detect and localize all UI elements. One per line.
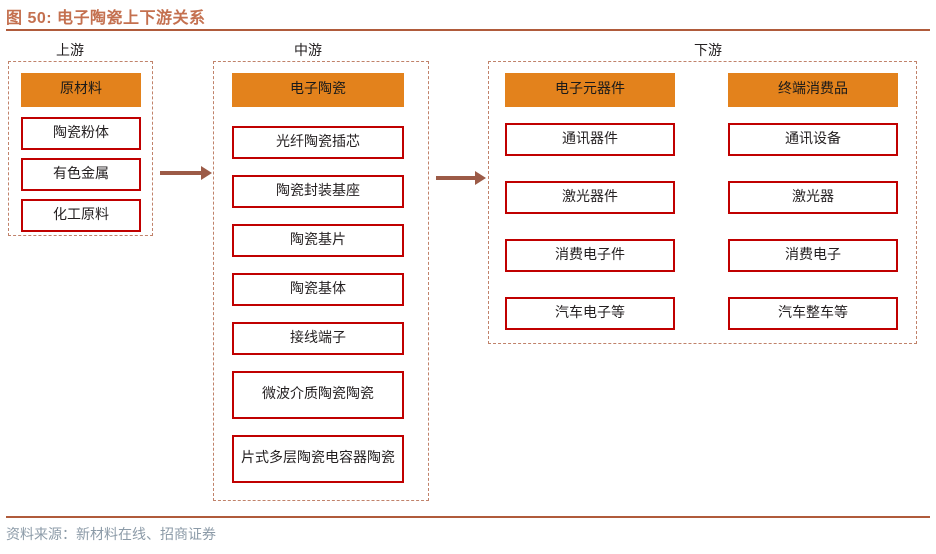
- node-ceramic-package-base[interactable]: 陶瓷封装基座: [232, 175, 404, 208]
- section-label-upstream: 上游: [56, 44, 84, 59]
- column-downstream-components: 电子元器件 通讯器件 激光器件 消费电子件 汽车电子等: [505, 73, 675, 355]
- arrow-head-icon: [201, 166, 212, 180]
- column-upstream: 原材料 陶瓷粉体 有色金属 化工原料: [21, 73, 141, 240]
- node-consumer-electronics-components[interactable]: 消费电子件: [505, 239, 675, 272]
- arrow-head-icon: [475, 171, 486, 185]
- node-laser[interactable]: 激光器: [728, 181, 898, 214]
- node-communication-equipment[interactable]: 通讯设备: [728, 123, 898, 156]
- node-ceramic-substrate-sheet[interactable]: 陶瓷基片: [232, 224, 404, 257]
- figure-title: 图 50: 电子陶瓷上下游关系: [6, 10, 206, 27]
- node-header-electronic-components[interactable]: 电子元器件: [505, 73, 675, 107]
- footer-divider: [6, 516, 930, 518]
- section-label-midstream: 中游: [294, 44, 322, 59]
- container-upstream: [8, 61, 153, 236]
- node-mlcc-ceramic[interactable]: 片式多层陶瓷电容器陶瓷: [232, 435, 404, 483]
- arrow-shaft: [160, 171, 202, 175]
- node-header-electronic-ceramics[interactable]: 电子陶瓷: [232, 73, 404, 107]
- node-microwave-dielectric-ceramic[interactable]: 微波介质陶瓷陶瓷: [232, 371, 404, 419]
- container-midstream: [213, 61, 429, 501]
- node-ceramic-matrix[interactable]: 陶瓷基体: [232, 273, 404, 306]
- node-optical-fiber-ceramic-ferrule[interactable]: 光纤陶瓷插芯: [232, 126, 404, 159]
- arrow-upstream-to-midstream: [160, 166, 212, 180]
- column-downstream-end-products: 终端消费品 通讯设备 激光器 消费电子 汽车整车等: [728, 73, 898, 355]
- node-chemical-raw-material[interactable]: 化工原料: [21, 199, 141, 232]
- node-ceramic-powder[interactable]: 陶瓷粉体: [21, 117, 141, 150]
- arrow-midstream-to-downstream: [436, 171, 486, 185]
- arrow-shaft: [436, 176, 476, 180]
- source-note: 资料来源：新材料在线、招商证券: [6, 528, 216, 543]
- node-automotive-electronics[interactable]: 汽车电子等: [505, 297, 675, 330]
- container-downstream: [488, 61, 917, 344]
- node-laser-components[interactable]: 激光器件: [505, 181, 675, 214]
- section-label-downstream: 下游: [694, 44, 722, 59]
- node-automobile-vehicle[interactable]: 汽车整车等: [728, 297, 898, 330]
- title-divider: [6, 29, 930, 31]
- node-nonferrous-metal[interactable]: 有色金属: [21, 158, 141, 191]
- node-header-raw-materials[interactable]: 原材料: [21, 73, 141, 107]
- node-communication-components[interactable]: 通讯器件: [505, 123, 675, 156]
- column-midstream: 电子陶瓷 光纤陶瓷插芯 陶瓷封装基座 陶瓷基片 陶瓷基体 接线端子 微波介质陶瓷…: [232, 73, 404, 499]
- node-consumer-electronics[interactable]: 消费电子: [728, 239, 898, 272]
- node-header-end-consumer-products[interactable]: 终端消费品: [728, 73, 898, 107]
- node-wiring-terminal[interactable]: 接线端子: [232, 322, 404, 355]
